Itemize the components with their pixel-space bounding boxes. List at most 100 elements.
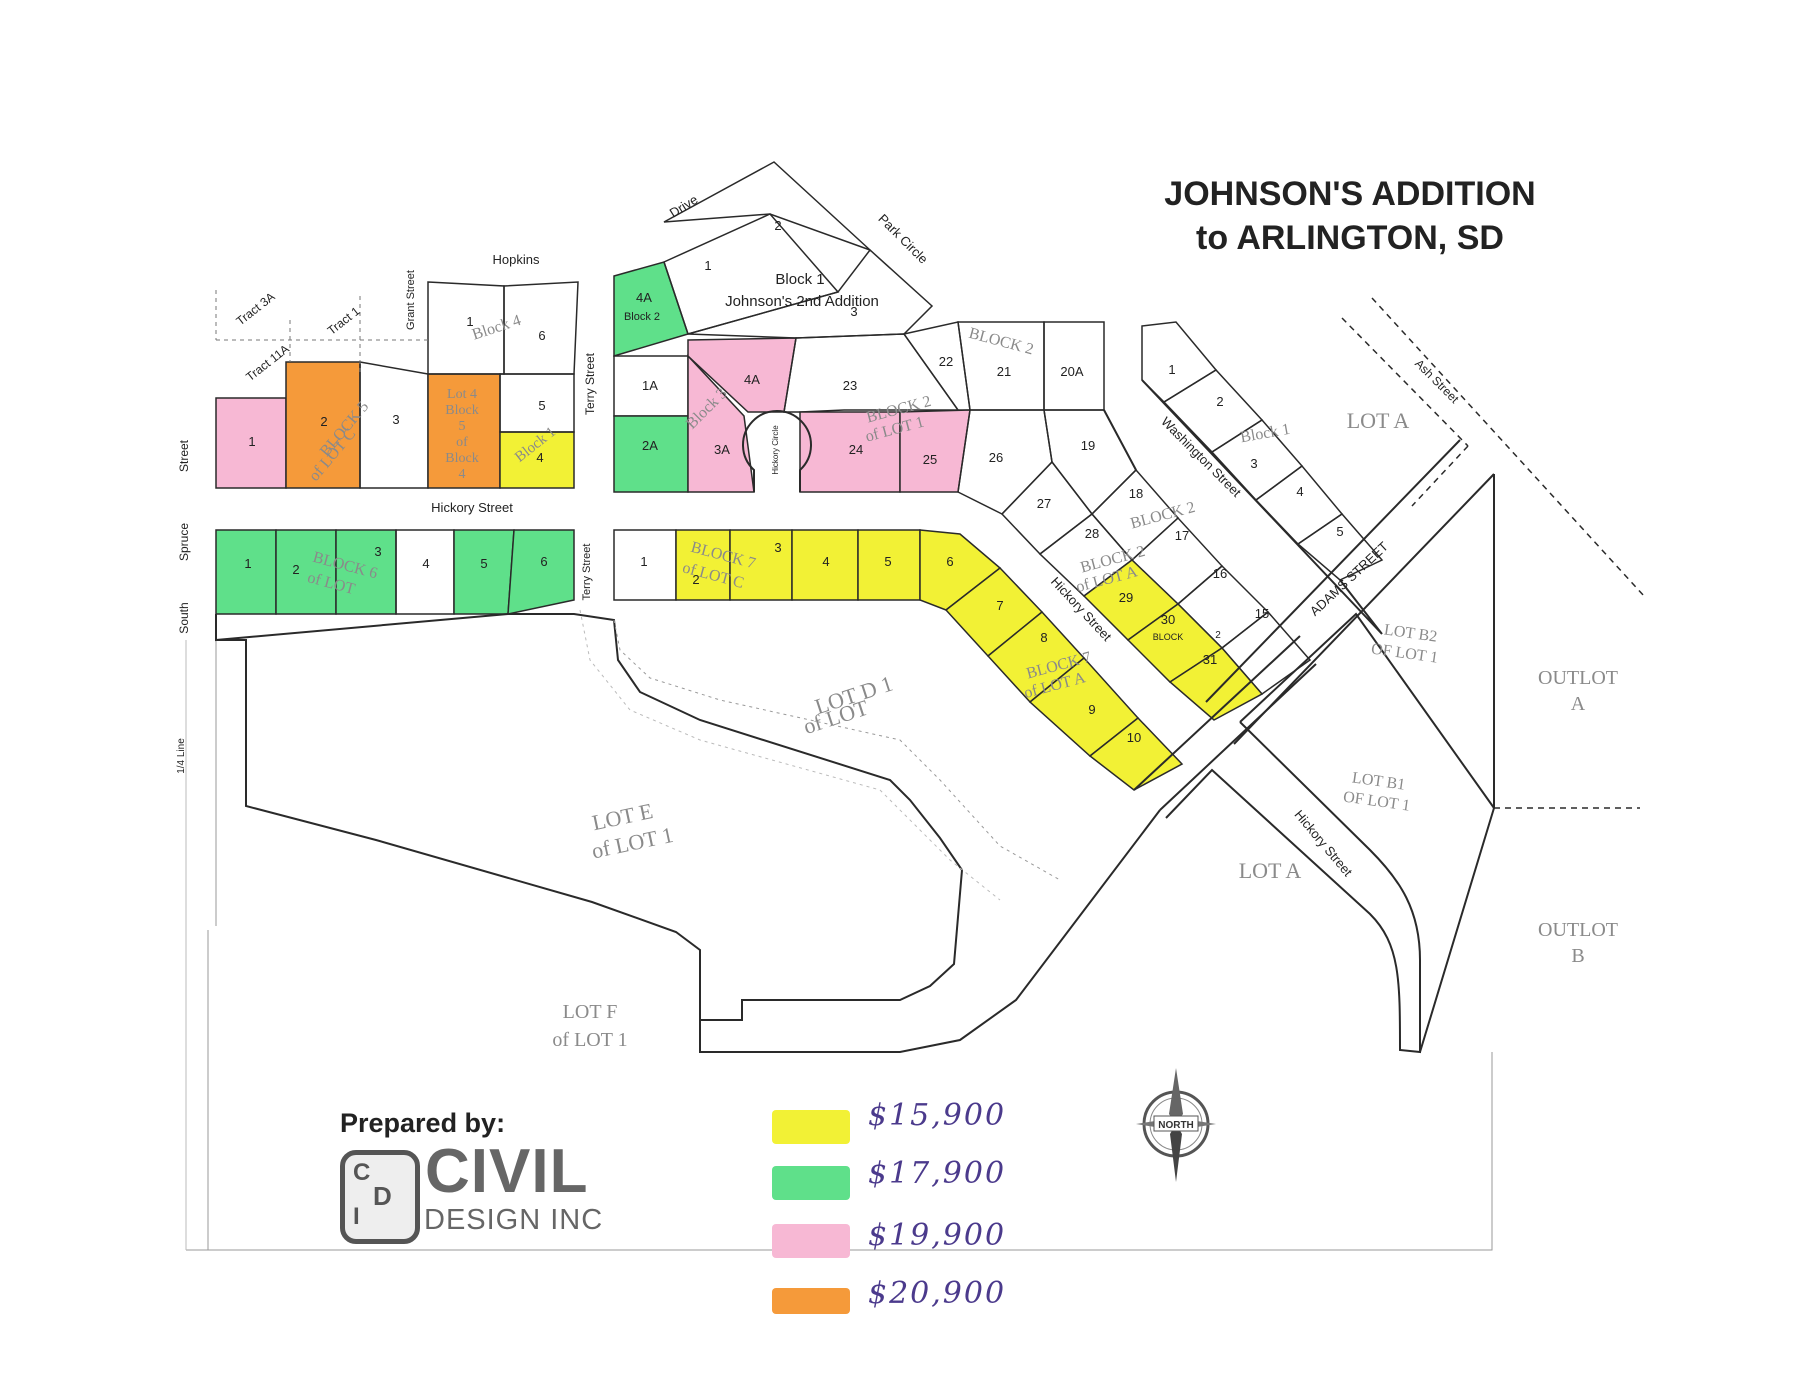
- lot-number-lb3: 3: [774, 540, 781, 555]
- lot-a-lower-west: [1166, 818, 1420, 1052]
- north-label: NORTH: [1158, 1120, 1194, 1131]
- lot-d-inner2: [579, 609, 1001, 901]
- hopkins-street: Hopkins: [493, 252, 540, 267]
- map-title-line2: to ARLINGTON, SD: [1196, 219, 1504, 257]
- lot-number-l16: 16: [1213, 566, 1227, 581]
- block1-right: Block 1: [1239, 421, 1291, 446]
- lot-number-lb8: 8: [1040, 630, 1047, 645]
- lot4-block5-3: 5: [459, 419, 466, 434]
- north-arrow-icon: NORTH: [1136, 1068, 1216, 1182]
- lot-4-south: [395, 529, 455, 615]
- lot-number-l23: 23: [843, 378, 857, 393]
- lot-number-lh4: 4: [536, 450, 543, 465]
- terry-street-lower: Terry Street: [581, 544, 593, 601]
- lot-number-lr4: 4: [1296, 484, 1303, 499]
- lot-number-lr2: 2: [1216, 394, 1223, 409]
- park-circle-street: Park Circle: [875, 211, 931, 267]
- block4-upper: Block 4: [470, 312, 523, 344]
- legend-swatch-green: [772, 1166, 850, 1200]
- lot-number-lh5: 5: [538, 398, 545, 413]
- lot-5-hopkins: [499, 373, 575, 433]
- south-street: South: [177, 602, 191, 633]
- lot-number-ls1: 1: [244, 556, 251, 571]
- block-small: BLOCK: [1153, 632, 1184, 642]
- lot-number-l17: 17: [1175, 528, 1189, 543]
- outlot-b-line1: OUTLOT: [1538, 919, 1618, 941]
- lot4-block5-6: 4: [459, 467, 466, 482]
- lot-number-l27: 27: [1037, 496, 1051, 511]
- lot-4a-green: [613, 261, 689, 358]
- lot-f-line2: of LOT 1: [552, 1029, 627, 1051]
- street-left: Street: [177, 439, 191, 472]
- lot-number-l30: 30: [1161, 612, 1175, 627]
- lot-number-lb4: 4: [822, 554, 829, 569]
- lot-f-line1: LOT F: [563, 1001, 618, 1023]
- block1-2nd-a: Block 1: [775, 271, 824, 288]
- lot-number-lr3: 3: [1250, 456, 1257, 471]
- washington-street: Washington Street: [1158, 414, 1244, 500]
- lot-6-south: [507, 529, 575, 615]
- lot-number-ls6: 6: [540, 554, 547, 569]
- lot-number-l1a: 1A: [642, 378, 658, 393]
- legend-price-orange: $20,900: [868, 1276, 1007, 1311]
- lot-number-l29: 29: [1119, 590, 1133, 605]
- grant-street: Grant Street: [405, 270, 417, 330]
- lot-number-lb5: 5: [884, 554, 891, 569]
- spruce-street: Spruce: [177, 523, 191, 561]
- lot-number-l25: 25: [923, 452, 937, 467]
- legend-swatch-pink: [772, 1224, 850, 1258]
- lot4-block5-5: Block: [445, 451, 478, 466]
- company-name: CIVIL: [425, 1137, 589, 1206]
- prepared-by-label: Prepared by:: [340, 1108, 506, 1138]
- block1-2nd-b: Johnson's 2nd Addition: [725, 293, 879, 310]
- lot-number-lb7: 7: [996, 598, 1003, 613]
- lot-10-block7: [1088, 716, 1184, 791]
- lot-1-right: [1141, 321, 1218, 403]
- map-title: JOHNSON'S ADDITION to ARLINGTON, SD: [1120, 172, 1580, 260]
- lot-number-l1_upper: 1: [248, 434, 255, 449]
- block-2-top: BLOCK 2: [967, 325, 1035, 359]
- lot-number-l20a: 20A: [1060, 364, 1083, 379]
- lot-number-l3_upper: 3: [392, 412, 399, 427]
- lot-5-south: [453, 529, 515, 615]
- lot-5-right: [1296, 513, 1384, 581]
- lot-2-south: [275, 529, 337, 615]
- adams-street-east: [1233, 473, 1495, 745]
- lot-31: [1168, 647, 1264, 721]
- ash-dash-1: [1371, 297, 1645, 597]
- lot-number-l2_upper: 2: [320, 414, 327, 429]
- lot-a-lower-boundary: [1165, 721, 1421, 1054]
- lot-number-l26: 26: [989, 450, 1003, 465]
- quarter-line: 1/4 Line: [176, 738, 187, 774]
- drive-street: Drive: [667, 192, 701, 221]
- lot-number-lb2: 2: [692, 572, 699, 587]
- two-small: 2: [1215, 630, 1221, 641]
- lot-e-boundary: [216, 613, 964, 1021]
- adams-street-west: [1133, 635, 1301, 791]
- lot-number-lp3: 3: [850, 304, 857, 319]
- lot-d-inner: [613, 619, 1061, 881]
- lot-number-lr1: 1: [1168, 362, 1175, 377]
- lot-1-south: [215, 529, 277, 615]
- hickory-circle-road: [742, 409, 812, 492]
- outlot-a-line1: OUTLOT: [1538, 667, 1618, 689]
- south-boundary: [215, 613, 509, 642]
- lot-number-l4a_pink: 4A: [744, 372, 760, 387]
- tract-11a: Tract 11A: [243, 342, 292, 384]
- hickory-street-upper: Hickory Street: [431, 500, 513, 515]
- company-tagline: DESIGN INC: [424, 1204, 604, 1236]
- map-frame-left: [186, 640, 1493, 1251]
- hickory-circle-label: Hickory Circle: [771, 425, 780, 475]
- lot-number-lb10: 10: [1127, 730, 1141, 745]
- lot-4-right: [1254, 464, 1344, 545]
- lot-2a: [613, 415, 689, 493]
- lot-number-ls3: 3: [374, 544, 381, 559]
- lot-number-lb6: 6: [946, 554, 953, 569]
- lot-number-lh1: 1: [466, 314, 473, 329]
- tract-1: Tract 1: [325, 304, 363, 338]
- lot-number-lb9: 9: [1088, 702, 1095, 717]
- washington-edge: [1103, 379, 1383, 635]
- legend-swatch-orange: [772, 1288, 850, 1314]
- tract-dash: [215, 290, 428, 374]
- lot-number-l28: 28: [1085, 526, 1099, 541]
